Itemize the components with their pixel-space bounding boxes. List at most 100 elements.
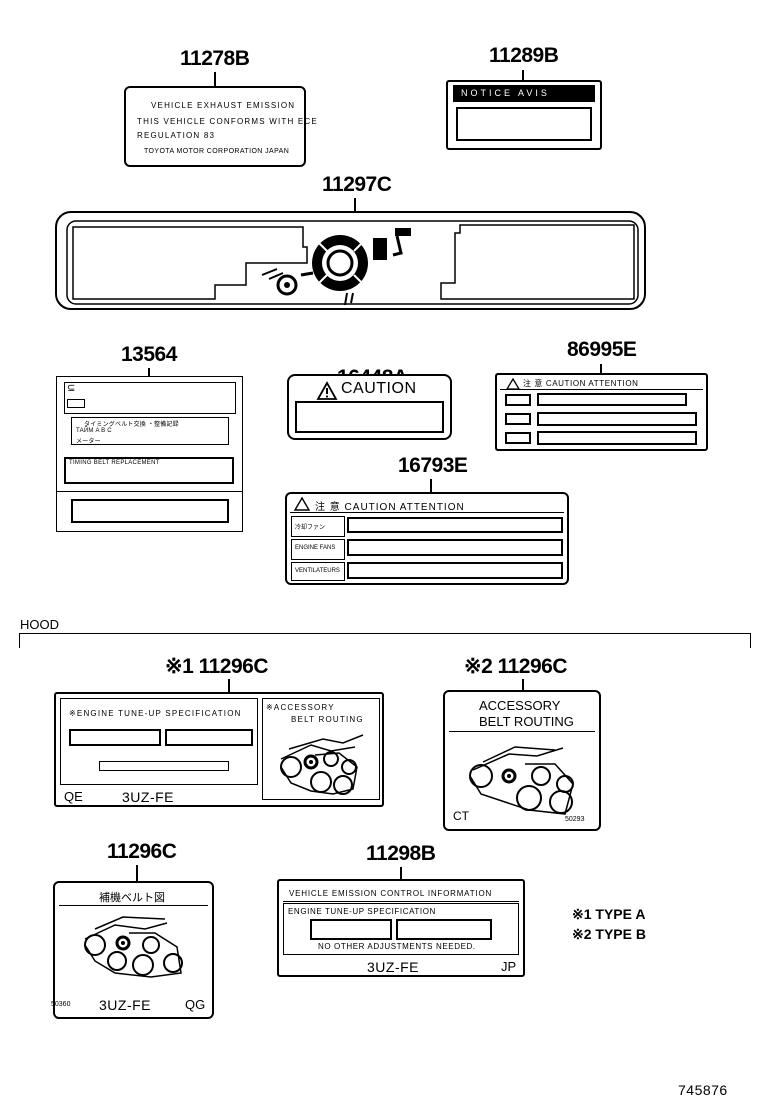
belt-label-11296C: 補機ベルト図 50360 3UZ-FE QG: [51, 881, 214, 1019]
label-header-text: 注 意 CAUTION ATTENTION: [523, 379, 639, 388]
blank-field: [396, 919, 492, 940]
label-code: CT: [453, 809, 469, 823]
part-number-86995E: 86995E: [567, 338, 637, 361]
divider: [57, 491, 242, 492]
leader-line: [148, 368, 150, 376]
label-text: ※ACCESSORY: [266, 703, 335, 712]
part-number-11278B: 11278B: [180, 47, 250, 70]
timing-dial-icon: [261, 228, 411, 306]
leader-line: [354, 198, 356, 220]
label-text: ТАЙМ A B C: [76, 428, 112, 434]
divider: [500, 389, 703, 390]
part-number-11296C-type-a: ※1 11296C: [165, 655, 269, 678]
label-text: VENTILATEURS: [295, 568, 340, 574]
label-text: 補機ベルト図: [99, 892, 165, 904]
divider: [449, 731, 595, 732]
engine-code: 3UZ-FE: [99, 997, 151, 1013]
row-field: [505, 432, 531, 444]
strip-label-artwork: [66, 220, 639, 306]
warning-triangle-icon: [293, 496, 311, 511]
blank-field: [165, 729, 253, 746]
row-field: [347, 517, 563, 533]
leader-line: [136, 865, 138, 881]
label-text: THIS VEHICLE CONFORMS WITH ECE: [137, 117, 318, 126]
belt-routing-diagram: [84, 916, 183, 978]
label-code: JP: [501, 959, 517, 974]
label-text: BELT ROUTING: [479, 714, 574, 729]
label-text: メーター: [76, 439, 101, 445]
part-number-11289B: 11289B: [489, 44, 559, 67]
emission-label-11298B: VEHICLE EMISSION CONTROL INFORMATION ENG…: [277, 879, 525, 977]
row-field: [537, 412, 697, 426]
leader-line: [600, 364, 602, 373]
label-header-text: 注 意 CAUTION ATTENTION: [315, 502, 465, 513]
caution-label-16793E: 注 意 CAUTION ATTENTION 冷却ファン ENGINE FANS …: [285, 492, 569, 585]
blank-field: [456, 107, 592, 141]
label-text: VEHICLE EXHAUST EMISSION: [151, 101, 296, 110]
tune-up-panel: ※ENGINE TUNE-UP SPECIFICATION: [60, 698, 258, 785]
label-text: ACCESSORY: [479, 698, 561, 713]
label-text: TIMING BELT REPLACEMENT: [69, 460, 160, 466]
strip-label-11297C: [55, 211, 646, 310]
warning-triangle-icon: [505, 377, 521, 390]
belt-routing-diagram: [280, 734, 364, 795]
divider: [59, 905, 208, 906]
section-title-hood: HOOD: [20, 617, 59, 632]
blank-field: [295, 401, 444, 433]
leader-line: [400, 867, 402, 879]
label-code: QG: [185, 997, 206, 1012]
section-bracket: [19, 633, 751, 648]
maintenance-label-13564: ⊆ タイミングベルト交換 ・整備記録 ТАЙМ A B C メーター TIMIN…: [56, 376, 243, 532]
belt-panel: ※ACCESSORY BELT ROUTING: [262, 698, 380, 800]
legend-type-a: ※1 TYPE A: [572, 906, 646, 922]
leader-line: [228, 679, 230, 692]
spec-label-11296C-type-a: ※ENGINE TUNE-UP SPECIFICATION ※ACCESSORY…: [54, 692, 384, 807]
row-field: [537, 431, 697, 445]
row-field: [505, 394, 531, 406]
engine-code: 3UZ-FE: [122, 789, 174, 805]
label-text: ※ENGINE TUNE-UP SPECIFICATION: [69, 709, 242, 718]
label-text: タイミングベルト交換 ・整備記録: [84, 422, 179, 428]
row-field: [505, 413, 531, 425]
label-text: ENGINE TUNE-UP SPECIFICATION: [288, 907, 436, 916]
leader-line: [214, 72, 216, 86]
leader-line: [430, 479, 432, 492]
timing-belt-field: TIMING BELT REPLACEMENT: [64, 457, 234, 484]
row-field: [347, 562, 563, 579]
belt-routing-diagram: [469, 746, 574, 815]
label-text: ENGINE FANS: [295, 545, 336, 551]
leader-line: [522, 70, 524, 80]
label-text: REGULATION 83: [137, 131, 216, 140]
notice-label-11289B: NOTICE AVIS: [446, 80, 602, 150]
label-text: 冷却ファン: [295, 525, 326, 531]
blank-field: [310, 919, 392, 940]
caution-label-86995E: 注 意 CAUTION ATTENTION: [495, 373, 708, 451]
label-number: 50360: [51, 1001, 71, 1008]
label-text: TOYOTA MOTOR CORPORATION JAPAN: [144, 148, 290, 155]
spec-panel: ENGINE TUNE-UP SPECIFICATION NO OTHER AD…: [283, 903, 519, 955]
label-text: VEHICLE EMISSION CONTROL INFORMATION: [289, 889, 493, 898]
record-table: タイミングベルト交換 ・整備記録 ТАЙМ A B C メーター: [71, 417, 229, 445]
blank-field: [64, 382, 236, 414]
warning-triangle-icon: [316, 381, 338, 400]
label-text: NO OTHER ADJUSTMENTS NEEDED.: [318, 942, 476, 951]
blank-field: [71, 499, 229, 523]
part-number-11296C-type-b: ※2 11296C: [464, 655, 568, 678]
leader-line: [522, 679, 524, 690]
blank-field: [69, 729, 161, 746]
blank-field: [99, 761, 229, 771]
row-label: ENGINE FANS: [291, 539, 345, 560]
blank-field: [67, 399, 85, 408]
part-number-11297C: 11297C: [322, 173, 392, 196]
label-text: BELT ROUTING: [291, 715, 364, 724]
row-field: [347, 539, 563, 556]
row-field: [537, 393, 687, 406]
engine-code: 3UZ-FE: [367, 959, 419, 975]
figure-number: 745876: [678, 1082, 728, 1098]
row-label: VENTILATEURS: [291, 562, 345, 581]
legend-type-b: ※2 TYPE B: [572, 926, 646, 942]
part-number-16793E: 16793E: [398, 454, 468, 477]
belt-label-11296C-type-b: ACCESSORY BELT ROUTING CT 50293: [443, 690, 601, 831]
divider: [283, 901, 519, 902]
label-header-text: NOTICE AVIS: [461, 88, 550, 98]
